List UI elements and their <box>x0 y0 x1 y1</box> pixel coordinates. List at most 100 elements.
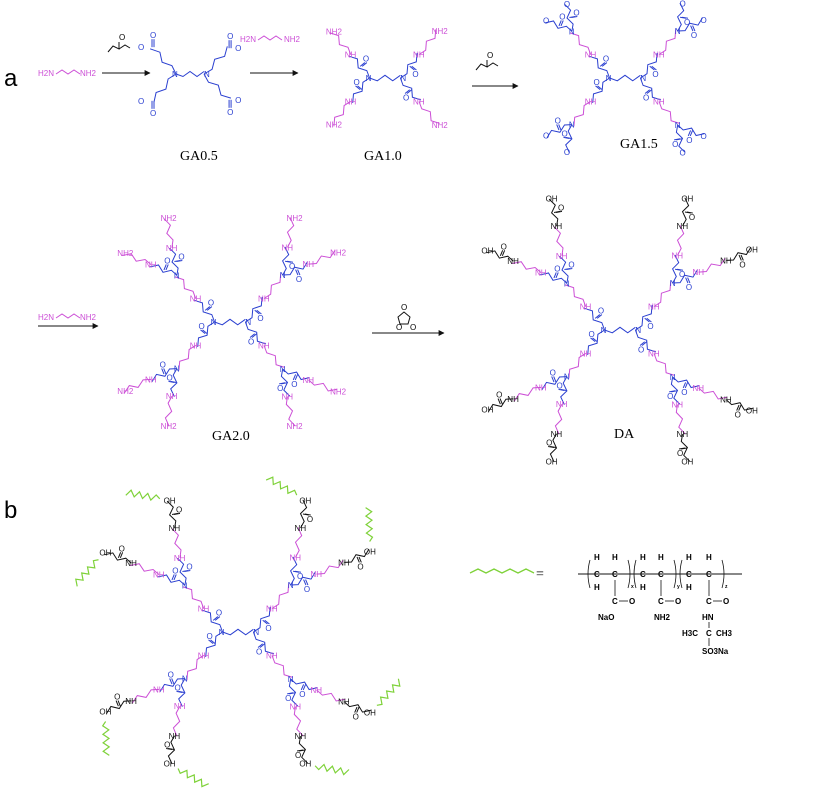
atom-label: O <box>164 256 170 265</box>
atom-label: NH <box>345 51 357 60</box>
carbonyl-bond <box>168 747 175 751</box>
atom-label: NH2 <box>161 422 178 431</box>
carbonyl-bond <box>289 692 296 695</box>
carbonyl-bond <box>676 268 684 271</box>
carbonyl-bond <box>119 552 124 559</box>
bond-chain <box>675 404 686 435</box>
bond-chain <box>153 73 177 103</box>
svg-text:O: O <box>401 303 407 312</box>
bond-chain <box>101 721 111 756</box>
carbonyl-bond <box>171 574 175 581</box>
carbonyl-bond <box>501 250 506 257</box>
svg-text:NH2: NH2 <box>284 35 301 44</box>
svg-text:H: H <box>612 553 618 562</box>
carbonyl-bond <box>281 382 288 385</box>
atom-label: O <box>638 345 644 354</box>
atom-label: O <box>647 322 653 331</box>
carbonyl-bond <box>212 616 219 621</box>
atom-label: O <box>700 132 706 141</box>
atom-label: O <box>160 360 166 369</box>
atom-label: O <box>543 17 549 26</box>
atom-label: O <box>681 388 687 397</box>
atom-label: N <box>204 70 210 79</box>
bond-chain <box>725 399 754 411</box>
bond-chain <box>592 77 610 103</box>
atom-label: NH <box>653 51 665 60</box>
atom-label: NH2 <box>161 214 178 223</box>
bond-chain <box>549 433 558 463</box>
atom-label: O <box>598 307 604 316</box>
bond-chain <box>163 218 174 248</box>
carbonyl-bond <box>641 341 648 346</box>
carbonyl-bond <box>356 556 360 563</box>
carbonyl-bond <box>550 445 557 449</box>
carbonyl-bond <box>161 368 165 375</box>
bond-chain <box>568 352 587 379</box>
svg-text:O: O <box>119 33 125 42</box>
bond-chain <box>560 376 568 405</box>
bond-chain <box>178 678 186 707</box>
bond-chain <box>698 257 726 273</box>
atom-label: O <box>689 213 695 222</box>
svg-text:O: O <box>723 597 729 606</box>
bond-chain <box>343 701 372 713</box>
atom-label: NH <box>169 524 181 533</box>
atom-label: O <box>207 632 213 641</box>
bond-chain <box>639 77 662 101</box>
bond-chain <box>554 403 563 435</box>
svg-text:CH3: CH3 <box>716 629 733 638</box>
carbonyl-bond <box>690 25 694 32</box>
atom-label: NH <box>413 51 425 60</box>
bond-chain <box>653 353 675 376</box>
atom-label: NH2 <box>117 249 134 258</box>
bond-chain <box>286 217 295 248</box>
bond-chain <box>104 552 132 564</box>
bond-chain <box>587 329 605 355</box>
bond-chain <box>653 281 672 307</box>
carbonyl-bond <box>685 277 689 284</box>
bond-chain <box>486 250 514 262</box>
bond-chain <box>588 55 611 79</box>
atom-label: O <box>559 12 565 21</box>
bond-chain <box>569 32 592 55</box>
carbonyl-bond <box>592 337 598 343</box>
bond-chain <box>222 628 254 636</box>
bond-chain <box>329 32 352 55</box>
atom-label: O <box>543 131 549 140</box>
bond-chain <box>265 476 298 496</box>
bond-chain <box>171 528 182 558</box>
atom-label: O <box>679 0 685 8</box>
atom-label: O <box>289 262 295 271</box>
equals-sign: = <box>536 567 544 582</box>
atom-label: O <box>357 562 363 571</box>
bond-chain <box>290 678 318 691</box>
atom-label: OH <box>546 195 558 204</box>
atom-label: OH <box>364 708 376 717</box>
ethylenediamine-start: H2N NH2 <box>38 69 97 78</box>
atom-label: O <box>603 55 609 64</box>
methyl-acrylate-reagent-2: O <box>475 51 499 71</box>
bond-chain <box>271 583 290 609</box>
atom-label: O <box>679 270 685 279</box>
bond-chain <box>376 678 401 706</box>
bond-chain <box>670 376 681 405</box>
atom-label: OH <box>299 496 311 505</box>
bond-chain <box>604 326 636 334</box>
da-label: DA <box>614 427 635 442</box>
atom-label: NH <box>125 559 137 568</box>
atom-label: O <box>186 562 192 571</box>
atom-label: O <box>176 505 182 514</box>
svg-text:C: C <box>706 629 712 638</box>
bond-chain <box>369 74 401 82</box>
atom-label: NH2 <box>432 121 449 130</box>
atom-label: O <box>307 515 313 524</box>
carbonyl-bond <box>163 368 167 375</box>
carbonyl-bond <box>356 706 360 713</box>
carbonyl-bond <box>176 259 183 263</box>
carbonyl-bond <box>254 309 260 315</box>
atom-label: O <box>277 384 283 393</box>
bond-chain <box>487 398 514 413</box>
atom-label: NH <box>174 554 186 563</box>
atom-label: NH <box>720 256 732 265</box>
